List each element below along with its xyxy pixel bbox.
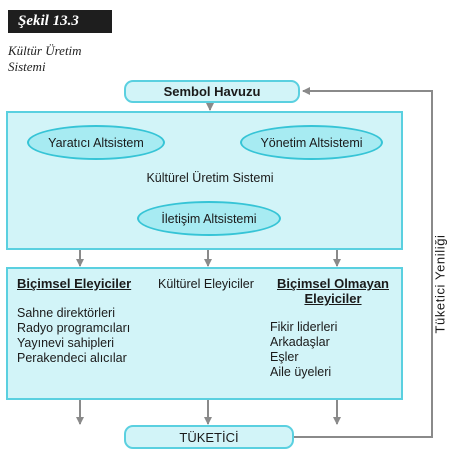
list-item: Arkadaşlar [270, 335, 330, 349]
list-item: Eşler [270, 350, 299, 364]
caption-line-2: Sistemi [8, 59, 46, 74]
list-item: Sahne direktörleri [17, 306, 115, 320]
gatekeepers-panel [6, 267, 403, 400]
figure-caption: Kültür Üretim Sistemi [8, 43, 118, 75]
list-item: Perakendeci alıcılar [17, 351, 127, 365]
list-item: Aile üyeleri [270, 365, 332, 379]
cultural-gatekeepers-label: Kültürel Eleyiciler [158, 277, 254, 291]
list-item: Yayınevi sahipleri [17, 336, 115, 350]
informal-gatekeepers-heading: Biçimsel Olmayan Eleyiciler [272, 276, 394, 306]
symbol-pool-label: Sembol Havuzu [163, 84, 261, 99]
figure-tag: Şekil 13.3 [8, 10, 112, 33]
feedback-loop-line [293, 87, 433, 438]
cultural-production-system-label: Kültürel Üretim Sistemi [146, 171, 274, 185]
caption-line-1: Kültür Üretim [8, 43, 82, 58]
communication-subsystem-label: İletişim Altsistemi [161, 211, 257, 226]
consumer-innovation-label-box: Tüketici Yeniliği [420, 196, 460, 372]
communication-subsystem-ellipse: İletişim Altsistemi [137, 201, 281, 236]
informal-heading-line-2: Eleyiciler [304, 291, 362, 306]
informal-heading-line-1: Biçimsel Olmayan [277, 276, 389, 291]
creative-subsystem-ellipse: Yaratıcı Altsistem [27, 125, 165, 160]
consumer-innovation-label: Tüketici Yeniliği [432, 234, 448, 334]
list-item: Radyo programcıları [17, 321, 131, 335]
informal-gatekeepers-list: Fikir liderleri Arkadaşlar Eşler Aile üy… [270, 320, 337, 380]
management-subsystem-label: Yönetim Altsistemi [260, 135, 363, 150]
symbol-pool-box: Sembol Havuzu [124, 80, 300, 103]
formal-gatekeepers-list: Sahne direktörleri Radyo programcıları Y… [17, 306, 130, 366]
list-item: Fikir liderleri [270, 320, 338, 334]
formal-gatekeepers-heading: Biçimsel Eleyiciler [17, 276, 132, 291]
consumer-box: TÜKETİCİ [124, 425, 294, 449]
creative-subsystem-label: Yaratıcı Altsistem [48, 135, 144, 150]
management-subsystem-ellipse: Yönetim Altsistemi [240, 125, 383, 160]
consumer-label: TÜKETİCİ [179, 429, 239, 445]
